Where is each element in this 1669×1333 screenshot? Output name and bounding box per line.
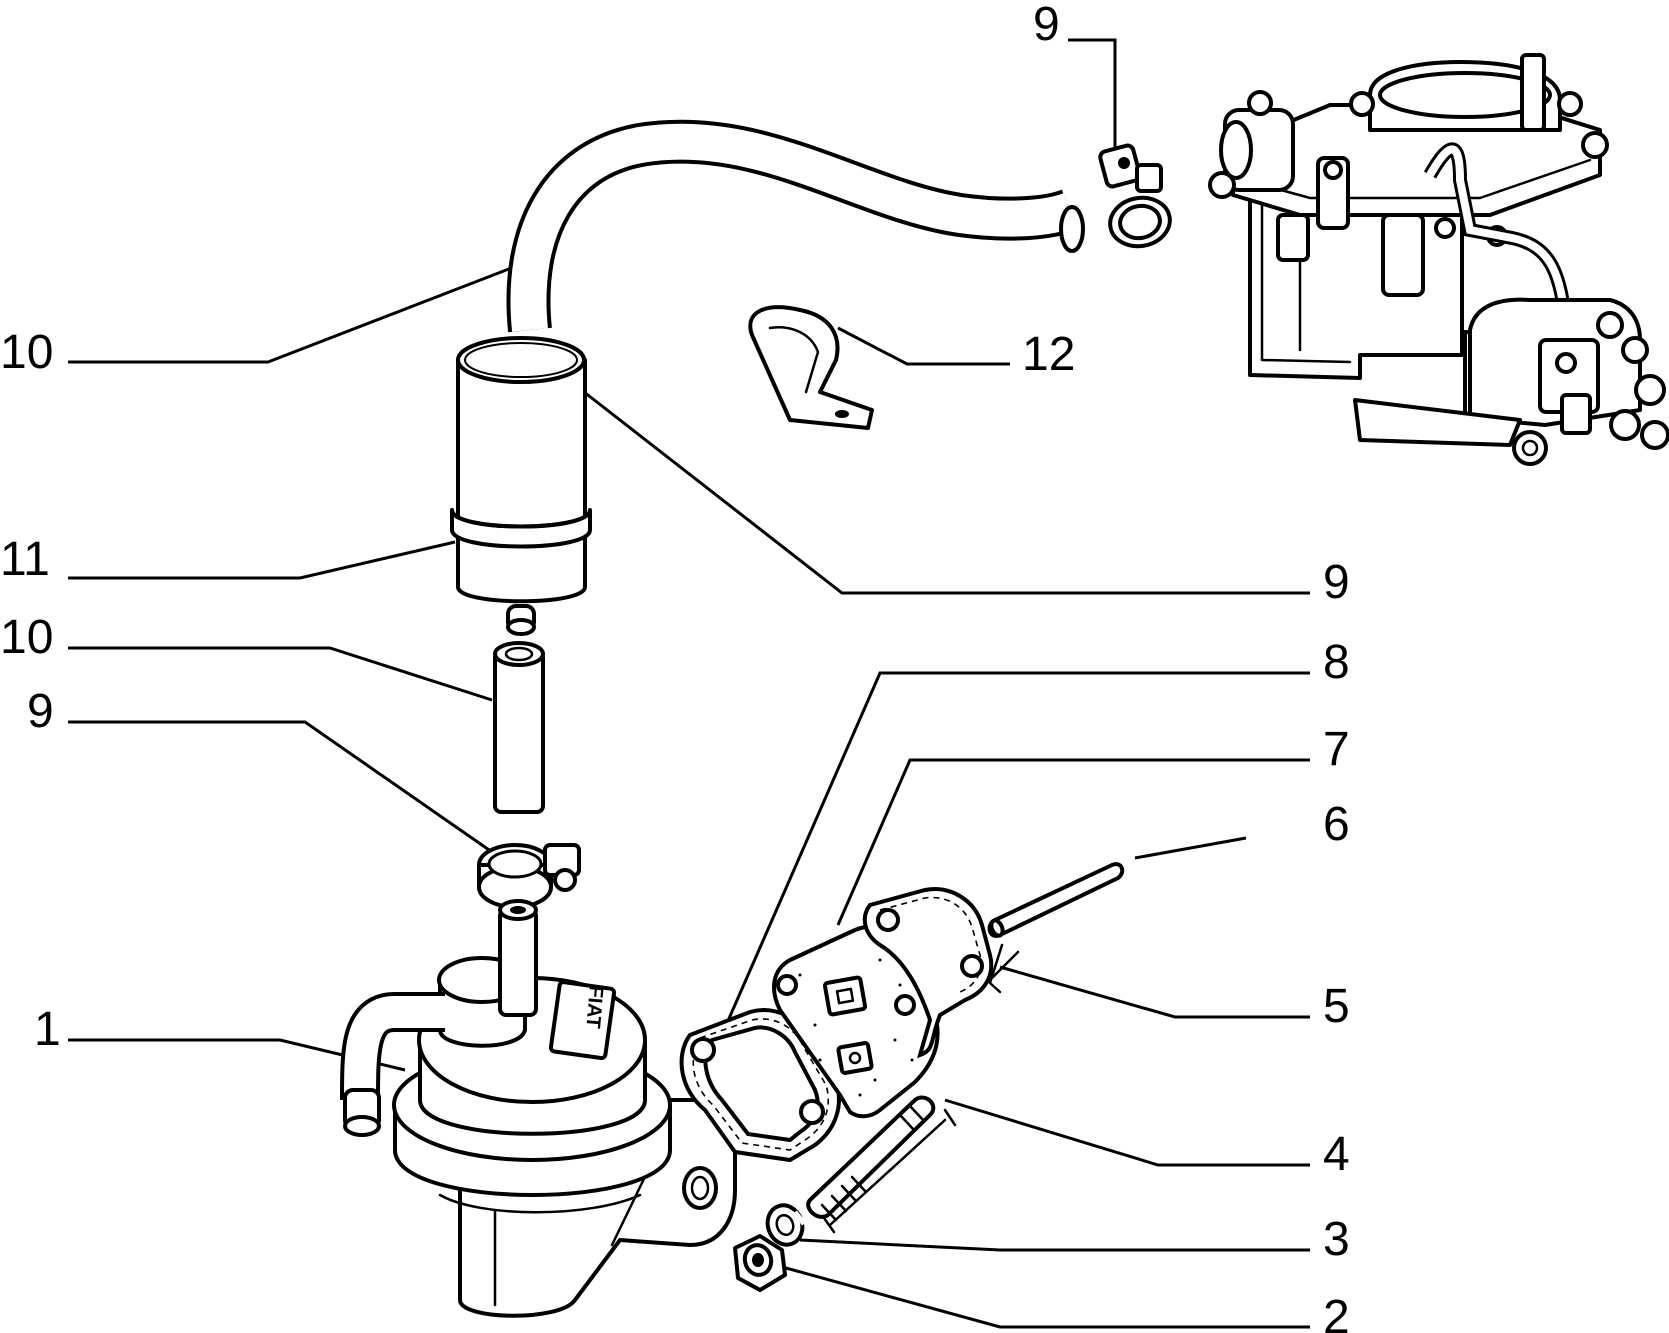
callout-4: 4 <box>1323 1128 1350 1181</box>
leader-6 <box>1134 836 1247 860</box>
pushrod <box>987 862 1125 938</box>
lock-washer <box>765 1203 806 1247</box>
callout-9-mid: 9 <box>1323 556 1350 609</box>
callout-1: 1 <box>34 1003 61 1056</box>
gasket-inner <box>862 887 1020 1059</box>
stud-bolt <box>806 1095 957 1234</box>
callout-2: 2 <box>1323 1291 1350 1333</box>
leader-10-lower <box>68 646 493 702</box>
callout-6: 6 <box>1323 798 1350 851</box>
leader-5 <box>999 965 1310 1019</box>
leader-8 <box>722 671 1310 1031</box>
leader-9-top <box>1068 38 1117 150</box>
fuel-filter <box>450 336 592 636</box>
hose-clamp-top <box>1098 143 1172 249</box>
callout-8: 8 <box>1323 636 1350 689</box>
fuel-hose-lower <box>493 641 545 814</box>
fuel-hose-upper <box>506 119 1085 333</box>
leader-7 <box>836 758 1310 926</box>
spacer-texture <box>798 958 914 1097</box>
leader-4 <box>944 1098 1310 1167</box>
leader-9-mid <box>574 383 1310 595</box>
callout-10-lower: 10 <box>0 611 53 664</box>
leader-12 <box>837 326 1010 366</box>
callout-10-upper: 10 <box>0 326 53 379</box>
leader-lines <box>68 38 1310 1329</box>
pump-brand-label: FIAT <box>581 985 607 1030</box>
hex-nut <box>733 1234 787 1292</box>
insulating-spacer <box>772 924 940 1119</box>
leader-3 <box>799 1238 1310 1252</box>
leader-9-left <box>68 720 493 854</box>
callout-9-left: 9 <box>27 685 54 738</box>
hose-clamp-lower <box>477 843 581 909</box>
callout-11: 11 <box>0 533 50 586</box>
leader-11 <box>68 540 456 580</box>
callout-12: 12 <box>1022 328 1075 381</box>
callout-5: 5 <box>1323 980 1350 1033</box>
leader-2 <box>774 1263 1310 1329</box>
callout-9-top: 9 <box>1033 0 1060 51</box>
fuel-pump: FIAT <box>340 899 737 1318</box>
leader-10-upper <box>68 265 515 364</box>
carburetor <box>1208 53 1669 466</box>
mounting-bracket <box>748 305 874 430</box>
callout-7: 7 <box>1323 723 1350 776</box>
callout-3: 3 <box>1323 1213 1350 1266</box>
callout-labels: 9 10 12 11 9 10 9 8 7 6 5 1 4 3 2 <box>0 0 1350 1333</box>
gasket-outer <box>679 1008 841 1163</box>
